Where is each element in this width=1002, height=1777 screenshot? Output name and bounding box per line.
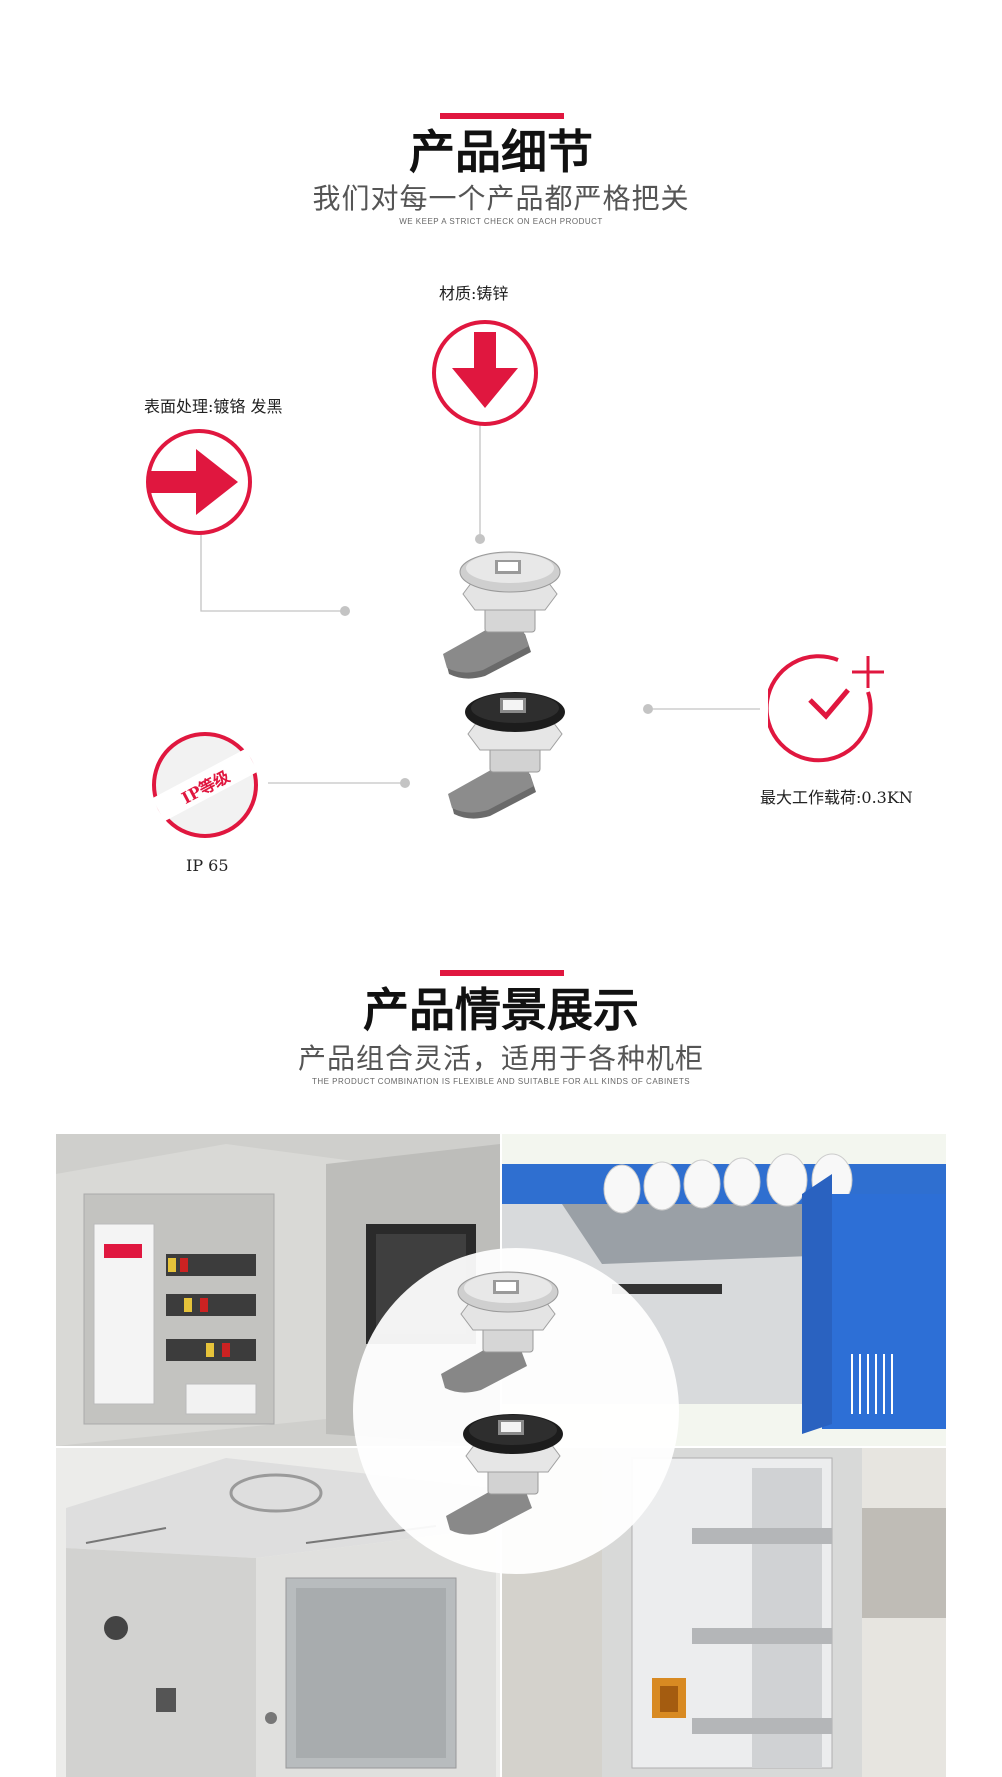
cam-lock-chrome-overlay-image (441, 1271, 559, 1393)
detail-section-subtitle-en: WE KEEP A STRICT CHECK ON EACH PRODUCT (399, 217, 603, 226)
material-label: 材质:铸锌 (439, 284, 509, 303)
ip-rating-label: IP 65 (186, 856, 229, 875)
cam-lock-chrome-image (443, 551, 561, 679)
section-accent-bar (440, 113, 564, 119)
scene-section-title: 产品情景展示 (363, 983, 639, 1037)
clock-plus-icon (768, 654, 884, 763)
scene-section-subtitle: 产品组合灵活，适用于各种机柜 (297, 1042, 704, 1075)
arrow-down-icon (432, 320, 538, 426)
scene-section-subtitle-en: THE PRODUCT COMBINATION IS FLEXIBLE AND … (311, 1077, 691, 1086)
surface-label: 表面处理:镀铬 发黑 (144, 397, 283, 416)
ip-stamp-icon: IP等级 (150, 730, 260, 840)
center-product-overlay (353, 1248, 679, 1574)
detail-section-title: 产品细节 (409, 125, 593, 179)
connector-lines (200, 420, 760, 788)
scene-accent-bar (440, 970, 564, 976)
max-load-label: 最大工作载荷:0.3KN (760, 788, 913, 807)
cam-lock-black-overlay-image (446, 1414, 563, 1535)
arrow-right-icon (146, 429, 252, 535)
detail-section-subtitle: 我们对每一个产品都严格把关 (312, 182, 690, 215)
cam-lock-black-image (448, 692, 565, 819)
textile-machine-photo (502, 1134, 946, 1446)
